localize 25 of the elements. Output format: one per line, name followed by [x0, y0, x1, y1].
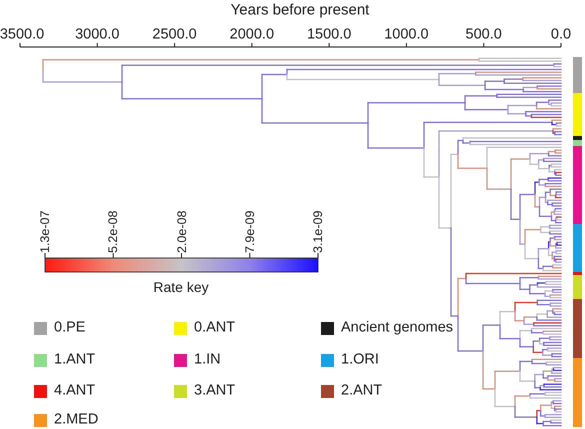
scale-tick-label: 2.0e-08 [174, 210, 189, 253]
axis-tick-label: 500.0 [466, 26, 502, 44]
scale-tick-label: 3.1e-09 [310, 210, 326, 253]
legend-label: 0.ANT [194, 320, 236, 336]
axis-tick-label: 1000.0 [384, 26, 429, 44]
legend-label: Ancient genomes [341, 320, 454, 336]
axis-tick-label: 3000.0 [75, 26, 120, 44]
legend-label: 1.IN [194, 352, 221, 368]
axis-tick-label: 1500.0 [306, 26, 352, 44]
legend-label: 3.ANT [194, 382, 236, 400]
axis-tick-label: 3500.0 [0, 26, 44, 44]
axis-tick-label: 2000.0 [230, 26, 274, 44]
legend-label: 2.MED [54, 412, 98, 428]
scale-title: Rate key [153, 278, 209, 296]
axis-tick-label: 2500.0 [152, 26, 197, 44]
legend-label: 2.ANT [341, 382, 382, 400]
legend-label: 1.ANT [54, 352, 96, 368]
scale-tick-label: 1.3e-07 [38, 210, 52, 253]
legend-label: 0.PE [54, 320, 86, 336]
scale-tick-label: 7.9e-09 [242, 210, 257, 253]
legend-label: 4.ANT [54, 382, 96, 400]
axis-tick-label: 0.0 [550, 26, 572, 44]
legend-label: 1.ORI [341, 352, 379, 368]
scale-tick-label: 5.2e-08 [106, 210, 120, 253]
axis-title: Years before present [230, 1, 370, 19]
